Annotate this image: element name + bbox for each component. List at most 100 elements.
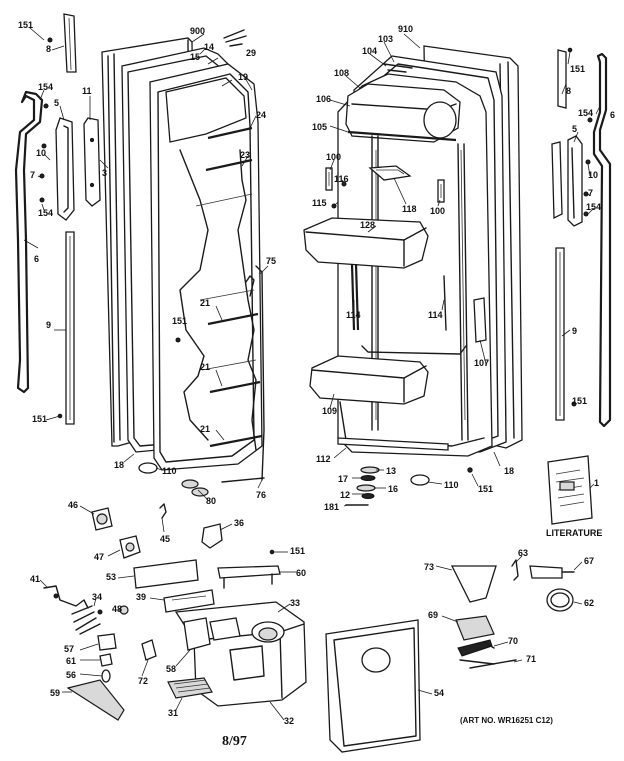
- trim-strip-9-left: [57, 231, 75, 425]
- callout-33: 33: [290, 598, 301, 608]
- callout-46: 46: [68, 500, 79, 510]
- callout-12: 12: [340, 490, 351, 500]
- callout-76: 76: [256, 490, 267, 500]
- dispenser-bracket-60: [217, 565, 281, 589]
- dispenser-lever-47: [119, 535, 141, 559]
- callout-116: 116: [334, 174, 349, 184]
- callout-60: 60: [296, 568, 307, 578]
- callout-72: 72: [138, 676, 149, 686]
- switch-57: [97, 633, 117, 651]
- callout-108: 108: [334, 68, 350, 78]
- trim-strip-8-right: [557, 47, 573, 109]
- callout-1: 1: [594, 478, 600, 488]
- callout-41: 41: [30, 574, 41, 584]
- door-cam-110-right: [410, 474, 430, 486]
- callout-114: 114: [346, 310, 361, 320]
- callout-21b: 21: [200, 362, 211, 372]
- callout-9b: 9: [572, 326, 578, 336]
- callout-900: 900: [190, 26, 206, 36]
- callout-110b: 110: [444, 480, 459, 490]
- screw-151-bottom: [467, 467, 473, 473]
- callout-18: 18: [114, 460, 125, 470]
- callout-57: 57: [64, 644, 75, 654]
- door-cam-110-left: [138, 462, 158, 474]
- callout-23: 23: [240, 150, 251, 160]
- callout-56: 56: [66, 670, 77, 680]
- callout-151: 151: [18, 20, 34, 30]
- callout-7: 7: [30, 170, 36, 180]
- callout-128: 128: [360, 220, 376, 230]
- screw-151-liner: [175, 337, 181, 343]
- light-socket-61: [99, 653, 113, 667]
- crank-70: [457, 639, 495, 665]
- callout-63: 63: [518, 548, 529, 558]
- callout-73: 73: [424, 562, 435, 572]
- hinge-pin-29: [223, 29, 247, 47]
- callout-154d: 154: [586, 202, 602, 212]
- handle-5-right: [551, 135, 583, 227]
- bracket-100-left: [325, 167, 333, 191]
- cup-switch-72: [141, 639, 157, 661]
- callout-62: 62: [584, 598, 595, 608]
- callout-8b: 8: [566, 86, 572, 96]
- solenoid-67: [529, 565, 575, 579]
- callout-115: 115: [312, 198, 327, 208]
- trim-strip-8-left: [63, 13, 77, 73]
- dispenser-panel-54: [325, 619, 421, 753]
- callout-151g: 151: [290, 546, 306, 556]
- heater-wire-75: [221, 265, 265, 483]
- callout-19: 19: [238, 72, 249, 82]
- dispenser-housing-32: [174, 601, 307, 707]
- fresh-food-door-liner: [303, 73, 493, 457]
- callout-67: 67: [584, 556, 595, 566]
- wiring-harness-41: [43, 585, 89, 609]
- door-stop-80: [181, 479, 209, 497]
- callout-154c: 154: [578, 108, 594, 118]
- dispenser-switch-46: [91, 507, 113, 531]
- callout-15: 15: [190, 52, 201, 62]
- callout-910: 910: [398, 24, 414, 34]
- screw-151-dispenser: [269, 549, 275, 555]
- callout-5b: 5: [572, 124, 578, 134]
- callout-6b: 6: [610, 110, 616, 120]
- funnel-58: [183, 617, 211, 651]
- callout-154: 154: [38, 82, 54, 92]
- callout-47: 47: [94, 552, 105, 562]
- spring-63: [511, 559, 519, 581]
- screws-right-door: [571, 117, 593, 407]
- callout-105: 105: [312, 122, 328, 132]
- callout-8: 8: [46, 44, 52, 54]
- callout-69: 69: [428, 610, 439, 620]
- callout-16: 16: [388, 484, 399, 494]
- callout-151e: 151: [572, 396, 588, 406]
- art-number: (ART NO. WR16251 C12): [460, 716, 553, 725]
- freezer-door-liner: [149, 63, 263, 471]
- callout-100b: 100: [430, 206, 446, 216]
- callout-151d: 151: [570, 64, 586, 74]
- callout-7b: 7: [588, 188, 594, 198]
- actuator-36: [201, 523, 223, 549]
- shelf-support-114: [350, 263, 447, 331]
- gasket-ring-62: [546, 588, 574, 612]
- callout-21a: 21: [200, 298, 211, 308]
- bracket-100-right: [437, 179, 445, 203]
- drip-tray-59: [66, 679, 125, 721]
- dispenser-cover-53: [133, 559, 199, 589]
- callout-10b: 10: [588, 170, 599, 180]
- callout-80: 80: [206, 496, 217, 506]
- callout-17: 17: [338, 474, 349, 484]
- callout-61: 61: [66, 656, 77, 666]
- screws-left-door: [39, 37, 53, 203]
- callout-106: 106: [316, 94, 332, 104]
- callout-75: 75: [266, 256, 277, 266]
- callout-14: 14: [204, 42, 215, 52]
- callout-112: 112: [316, 454, 331, 464]
- callout-24: 24: [256, 110, 267, 120]
- spring-45: [159, 503, 167, 519]
- callout-109: 109: [322, 406, 338, 416]
- callout-118: 118: [402, 204, 417, 214]
- handle-6-left: [14, 90, 44, 394]
- control-board-39: [163, 589, 215, 613]
